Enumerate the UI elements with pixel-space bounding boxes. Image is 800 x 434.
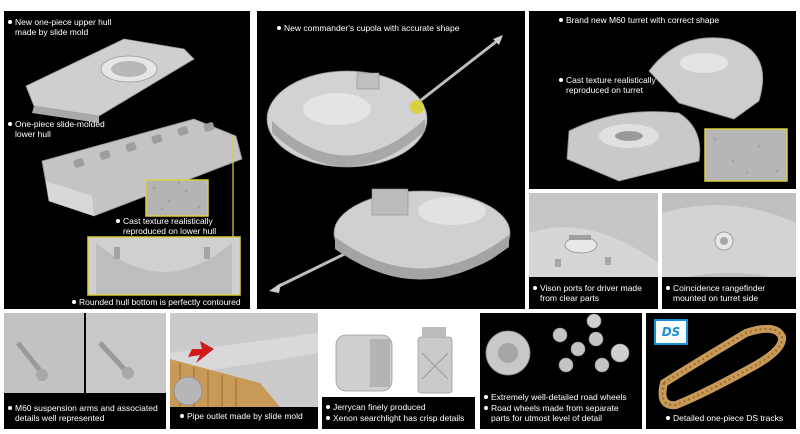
caption-line: One-piece slide-molded [15, 119, 105, 129]
cupola-illustration [266, 35, 511, 293]
caption-line: Rounded hull bottom is perfectly contour… [79, 297, 241, 307]
suspension-caption: M60 suspension arms and associated detai… [8, 403, 158, 423]
bullet-icon [666, 416, 670, 420]
caption-line: Pipe outlet made by slide mold [187, 411, 303, 421]
vision-ports-illustration [529, 193, 658, 309]
jerrycan-caption-2: Xenon searchlight has crisp details [326, 413, 464, 423]
jerrycan-illustration [322, 313, 475, 429]
bullet-icon [8, 122, 12, 126]
turret-caption-shape: Brand new M60 turret with correct shape [559, 15, 719, 25]
panel-road-wheels: Extremely well-detailed road wheels Road… [480, 313, 642, 429]
caption-line: parts for utmost level of detail [491, 413, 603, 423]
rangefinder-caption: Coincidence rangefinder mounted on turre… [666, 283, 765, 303]
wheels-caption-1: Extremely well-detailed road wheels [484, 392, 627, 402]
tracks-caption: Detailed one-piece DS tracks [666, 413, 783, 423]
panel-pipe-outlet: Pipe outlet made by slide mold [170, 313, 318, 429]
caption-line: New one-piece upper hull [15, 17, 112, 27]
caption-line: Brand new M60 turret with correct shape [566, 15, 720, 25]
caption-line: Jerrycan finely produced [333, 402, 426, 412]
bullet-icon [533, 286, 537, 290]
pipe-caption: Pipe outlet made by slide mold [180, 411, 303, 421]
panel-jerrycan: Jerrycan finely produced Xenon searchlig… [322, 313, 475, 429]
panel-cupola: New commander's cupola with accurate sha… [257, 11, 525, 309]
bullet-icon [180, 414, 184, 418]
bullet-icon [8, 406, 12, 410]
panel-hull: New one-piece upper hull made by slide m… [4, 11, 250, 309]
bullet-icon [666, 286, 670, 290]
caption-line: reproduced on turret [566, 85, 644, 95]
caption-line: New commander's cupola with accurate sha… [284, 23, 460, 33]
caption-line: from clear parts [540, 293, 600, 303]
ds-tracks-illustration [658, 324, 787, 410]
caption-line: Road wheels made from separate [491, 403, 619, 413]
wheels-caption-2: Road wheels made from separate parts for… [484, 403, 619, 423]
turret-illustration [566, 37, 788, 182]
panel-ds-tracks: DS Detailed one-piece DS tracks [646, 313, 796, 429]
hull-caption-bottom: Rounded hull bottom is perfectly contour… [72, 297, 241, 307]
vision-caption: Vison ports for driver made from clear p… [533, 283, 642, 303]
panel-turret: Brand new M60 turret with correct shape … [529, 11, 796, 189]
panel-vision-ports: Vison ports for driver made from clear p… [529, 193, 658, 309]
caption-line: lower hull [15, 129, 51, 139]
bullet-icon [277, 26, 281, 30]
bullet-icon [116, 219, 120, 223]
hull-caption-texture: Cast texture realistically reproduced on… [116, 216, 216, 236]
hull-caption-upper: New one-piece upper hull made by slide m… [8, 17, 111, 37]
bullet-icon [559, 78, 563, 82]
hull-illustration [25, 38, 243, 296]
suspension-illustration [4, 313, 166, 429]
caption-line: mounted on turret side [673, 293, 759, 303]
caption-line: Detailed one-piece DS tracks [673, 413, 784, 423]
caption-line: Xenon searchlight has crisp details [333, 413, 465, 423]
cupola-caption: New commander's cupola with accurate sha… [277, 23, 460, 33]
ds-logo: DS [654, 319, 688, 345]
bullet-icon [484, 395, 488, 399]
caption-line: M60 suspension arms and associated [15, 403, 158, 413]
hull-caption-lower: One-piece slide-molded lower hull [8, 119, 105, 139]
caption-line: Vison ports for driver made [540, 283, 642, 293]
caption-line: details well represented [15, 413, 105, 423]
caption-line: Extremely well-detailed road wheels [491, 392, 627, 402]
bullet-icon [8, 20, 12, 24]
road-wheels-illustration [485, 313, 630, 376]
bullet-icon [72, 300, 76, 304]
bullet-icon [326, 405, 330, 409]
caption-line: reproduced on lower hull [123, 226, 217, 236]
bullet-icon [326, 416, 330, 420]
panel-suspension: M60 suspension arms and associated detai… [4, 313, 166, 429]
rangefinder-illustration [662, 193, 796, 309]
jerrycan-caption-1: Jerrycan finely produced [326, 402, 426, 412]
caption-line: made by slide mold [15, 27, 89, 37]
ds-logo-text: DS [661, 325, 681, 339]
bullet-icon [559, 18, 563, 22]
panel-rangefinder: Coincidence rangefinder mounted on turre… [662, 193, 796, 309]
turret-caption-texture: Cast texture realistically reproduced on… [559, 75, 656, 95]
caption-line: Cast texture realistically [566, 75, 656, 85]
pipe-outlet-illustration [170, 313, 318, 407]
bullet-icon [484, 406, 488, 410]
caption-line: Cast texture realistically [123, 216, 213, 226]
caption-line: Coincidence rangefinder [673, 283, 766, 293]
